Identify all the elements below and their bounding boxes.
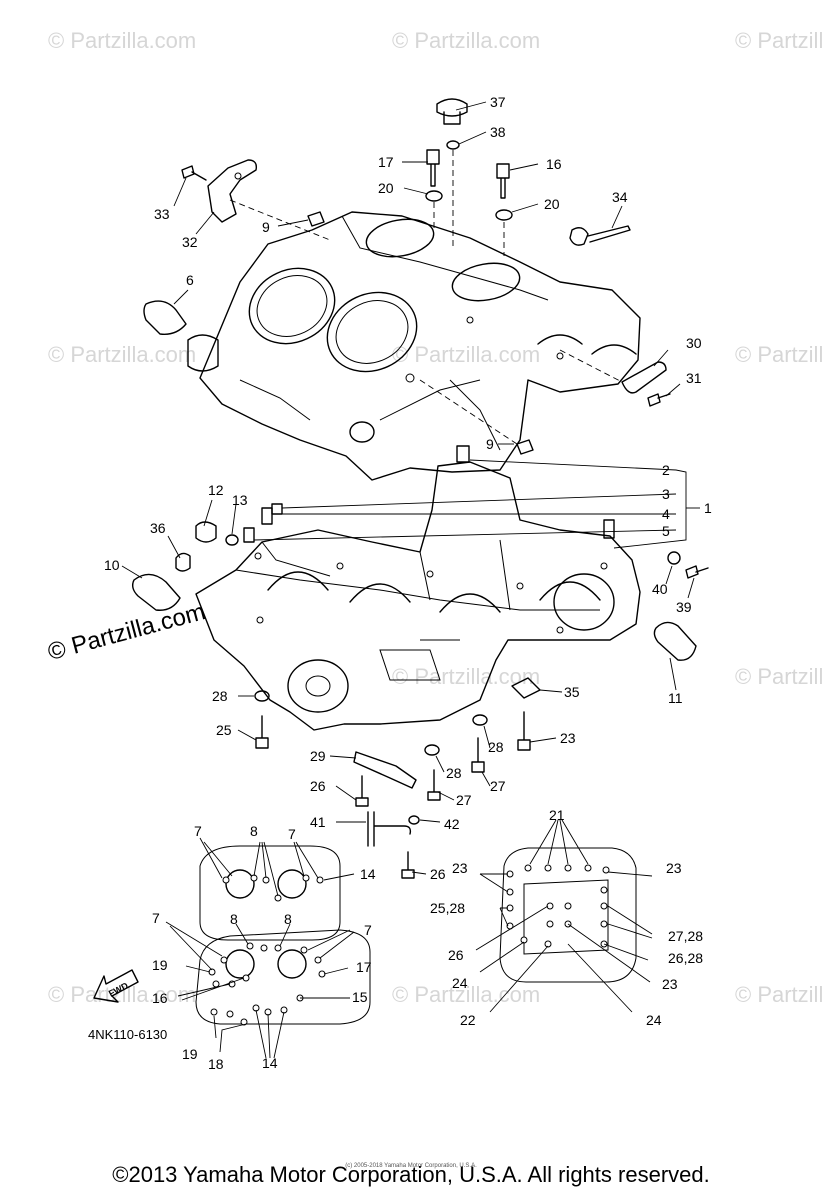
watermark-tile: © Partzilla.com [735,664,822,689]
callout-label: 23 [662,976,678,992]
callout-label: 19 [182,1046,198,1062]
callout-label: 27 [490,778,506,794]
callout-labels: 37 38 17 16 20 20 34 33 32 9 6 30 31 9 2… [104,94,712,1072]
callout-label: 6 [186,272,194,288]
lower-case-bolt-pattern [165,921,371,1059]
callout-label: 20 [378,180,394,196]
callout-label: 16 [546,156,562,172]
callout-label: 1 [704,500,712,516]
callout-label: 9 [486,436,494,452]
callout-label: 35 [564,684,580,700]
fine-print-copyright: (c) 2005-2018 Yamaha Motor Corporation, … [345,1163,477,1169]
callout-label: 27,28 [668,928,703,944]
bottom-bolt-pattern [475,819,653,1013]
callout-label: 25 [216,722,232,738]
callout-label: 8 [230,911,238,927]
callout-label: 17 [378,154,394,170]
callout-label: 15 [352,989,368,1005]
callout-label: 29 [310,748,326,764]
small-parts [131,98,709,879]
callout-label: 26 [430,866,446,882]
callout-label: 10 [104,557,120,573]
callout-label: 7 [288,826,296,842]
watermark-tile: © Partzilla.com [392,342,540,367]
callout-label: 34 [612,189,628,205]
watermark-tile: © Partzilla.com [392,664,540,689]
copyright-notice: ©2013 Yamaha Motor Corporation, U.S.A. A… [112,1162,710,1187]
callout-label: 42 [444,816,460,832]
callout-label: 14 [262,1055,278,1071]
callout-label: 23 [560,730,576,746]
callout-label: 8 [250,823,258,839]
callout-label: 23 [666,860,682,876]
callout-label: 26,28 [668,950,703,966]
callout-label: 3 [662,486,670,502]
callout-label: 26 [310,778,326,794]
callout-label: 11 [668,690,683,706]
callout-label: 32 [182,234,198,250]
diagram-reference-code: 4NK110-6130 [88,1027,168,1042]
callout-label: 18 [208,1056,224,1072]
callout-label: 7 [364,922,372,938]
callout-label: 4 [662,506,670,522]
callout-label: 20 [544,196,560,212]
watermark-tile: © Partzilla.com [392,982,540,1007]
callout-label: 38 [490,124,506,140]
callout-label: 41 [310,814,326,830]
callout-label: 14 [360,866,376,882]
callout-label: 7 [152,910,160,926]
callout-label: 24 [646,1012,662,1028]
callout-label: 24 [452,975,468,991]
callout-label: 28 [488,739,504,755]
callout-label: 9 [262,219,270,235]
watermark-tile: © Partzilla.com [48,28,196,53]
callout-label: 39 [676,599,692,615]
watermark-tile: © Partzilla.com [735,982,822,1007]
watermark-tile: © Partzilla.com [48,342,196,367]
watermark-tile: © Partzilla.com [392,28,540,53]
lower-crankcase [195,461,641,731]
callout-label: 30 [686,335,702,351]
callout-label: 21 [549,807,565,823]
callout-label: 19 [152,957,168,973]
callout-label: 5 [662,523,670,539]
callout-label: 31 [686,370,702,386]
upper-case-bolt-pattern [199,837,355,941]
callout-label: 8 [284,911,292,927]
callout-label: 22 [460,1012,476,1028]
callout-label: 12 [208,482,224,498]
callout-label: 36 [150,520,166,536]
callout-label: 25,28 [430,900,465,916]
callout-label: 16 [152,990,168,1006]
callout-label: 27 [456,792,472,808]
watermark-tile: © Partzilla.com [48,982,196,1007]
watermark-tile: © Partzilla.com [735,28,822,53]
leader-lines [121,101,700,875]
callout-label: 33 [154,206,170,222]
upper-crankcase [187,211,641,481]
watermark-tiles: © Partzilla.com © Partzilla.com © Partzi… [48,28,822,1007]
callout-label: 28 [446,765,462,781]
callout-label: 17 [356,959,372,975]
callout-label: 28 [212,688,228,704]
callout-label: 23 [452,860,468,876]
callout-label: 40 [652,581,668,597]
callout-label: 2 [662,462,670,478]
callout-label: 7 [194,823,202,839]
callout-label: 26 [448,947,464,963]
callout-label: 13 [232,492,248,508]
callout-label: 37 [490,94,506,110]
watermark-tile: © Partzilla.com [735,342,822,367]
